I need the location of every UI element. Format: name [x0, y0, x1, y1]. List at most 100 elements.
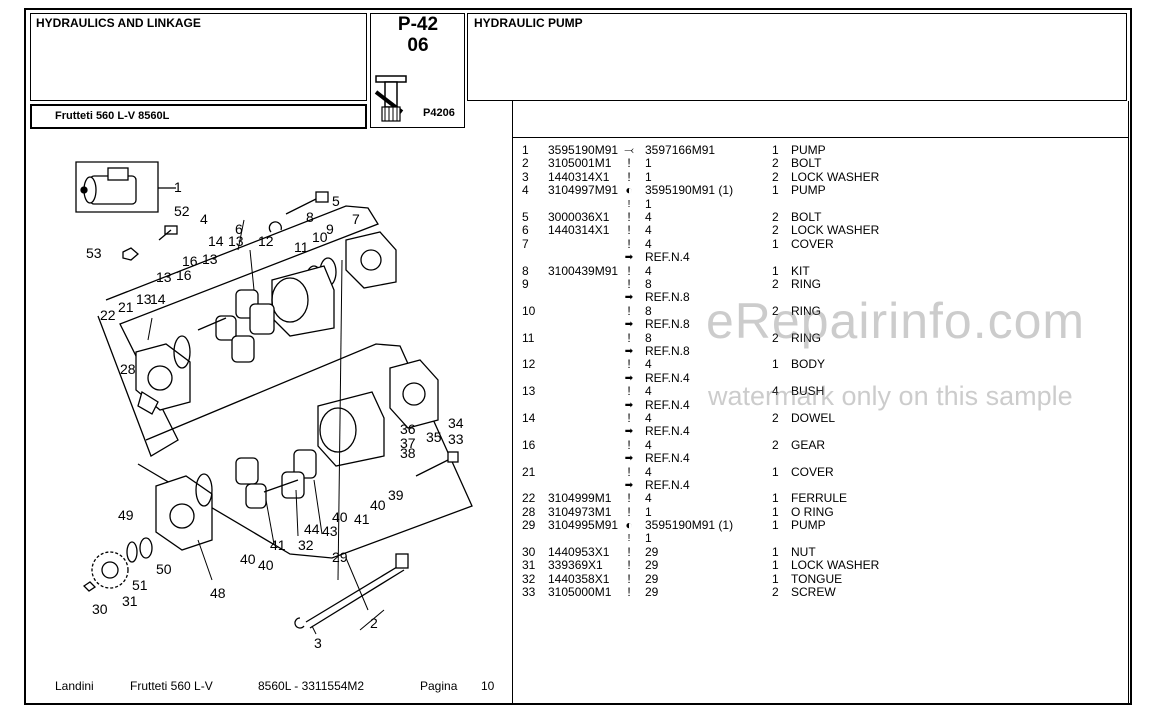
- row-marker: ◐: [625, 183, 633, 198]
- callout-2: 2: [370, 615, 378, 631]
- group-title-box: [467, 13, 1127, 101]
- reference: 4: [645, 263, 652, 278]
- small-pump-drawing: [80, 167, 137, 205]
- callout-34: 34: [448, 415, 464, 431]
- quantity: 1: [772, 263, 779, 278]
- reference: 4: [645, 464, 652, 479]
- item-number: 1: [522, 143, 529, 157]
- callout-40d: 40: [258, 557, 274, 573]
- part-number: 1440314X1: [548, 169, 610, 184]
- callout-40b: 40: [332, 509, 348, 525]
- quantity: 2: [772, 585, 779, 600]
- callout-29: 29: [332, 549, 348, 565]
- description: SCREW: [791, 585, 836, 600]
- footer-page-number: 10: [481, 679, 495, 693]
- sub-reference: REF.N.4: [645, 451, 690, 466]
- figure-ref: P4206: [423, 107, 455, 119]
- watermark-domain: eRepairinfo.com: [706, 293, 1086, 349]
- quantity: 2: [772, 330, 779, 345]
- description: GEAR: [791, 437, 826, 452]
- item-number: 28: [522, 504, 536, 519]
- sub-marker: !: [627, 533, 631, 545]
- callout-35: 35: [426, 429, 442, 445]
- item-number: 33: [522, 585, 536, 600]
- callout-16a: 16: [182, 253, 198, 269]
- quantity: 2: [772, 410, 779, 425]
- footer-model: Frutteti 560 L-V: [130, 679, 213, 693]
- page-code: P-42 06: [372, 14, 464, 56]
- part-number: 1440358X1: [548, 571, 610, 586]
- callout-40c: 40: [240, 551, 256, 567]
- body-lower: [317, 391, 385, 467]
- callout-22: 22: [100, 307, 116, 323]
- item-number: 5: [522, 209, 529, 224]
- cover-48: [155, 475, 213, 551]
- sub-marker: !: [627, 198, 631, 210]
- reference: 29: [645, 571, 659, 586]
- callout-41b: 41: [270, 537, 286, 553]
- column-divider: [512, 101, 513, 705]
- callout-13: 13: [228, 233, 244, 249]
- item-number: 4: [522, 183, 529, 198]
- quantity: 2: [772, 437, 779, 452]
- tie-rod: [305, 563, 403, 623]
- callout-37: 37: [400, 435, 416, 451]
- part-number: 1440314X1: [548, 223, 610, 238]
- reference: 29: [645, 544, 659, 559]
- reference: 4: [645, 209, 652, 224]
- quantity: 2: [772, 223, 779, 238]
- page-code-bottom: 06: [407, 35, 429, 56]
- row-marker: !: [627, 544, 631, 559]
- gear-49: [91, 551, 129, 589]
- callout-14b: 14: [150, 291, 166, 307]
- callout-32: 32: [298, 537, 314, 553]
- description: DOWEL: [791, 410, 836, 425]
- callout-14: 14: [208, 233, 224, 249]
- quantity: 1: [772, 518, 779, 533]
- part-number: 3104997M91: [548, 183, 619, 198]
- row-marker: !: [627, 303, 631, 318]
- part-number: 3100439M91: [548, 263, 619, 278]
- item-number: 29: [522, 518, 536, 533]
- item-number: 6: [522, 223, 529, 238]
- callout-40a: 40: [370, 497, 386, 513]
- cover-7: [345, 231, 397, 289]
- callout-33: 33: [448, 431, 464, 447]
- right-rule: [1128, 101, 1129, 705]
- quantity: 2: [772, 209, 779, 224]
- callout-13c: 13: [156, 269, 172, 285]
- sub-marker: ➡: [624, 292, 634, 304]
- description: TONGUE: [791, 571, 843, 586]
- footer-page-label: Pagina: [420, 679, 458, 693]
- callout-16b: 16: [176, 267, 192, 283]
- reference: 8: [645, 276, 652, 291]
- item-number: 13: [522, 384, 536, 399]
- hydraulic-pump-icon: [374, 75, 407, 122]
- callout-30: 30: [92, 601, 108, 617]
- row-marker: !: [627, 209, 631, 224]
- description: COVER: [791, 236, 834, 251]
- exploded-pump-diagram: 1 52 53 5 4 6 8 7 14 13 12 11 10 9 16 13…: [75, 161, 473, 651]
- item-number: 2: [522, 156, 529, 171]
- part-number: 3104995M91: [548, 518, 619, 533]
- reference: 4: [645, 236, 652, 251]
- row-marker: !: [627, 464, 631, 479]
- callout-41a: 41: [354, 511, 370, 527]
- sub-marker: ➡: [624, 345, 634, 357]
- callout-12: 12: [258, 233, 274, 249]
- group-title: HYDRAULIC PUMP: [474, 16, 583, 30]
- sub-marker: ➡: [624, 319, 634, 331]
- description: BOLT: [791, 209, 822, 224]
- row-marker: !: [627, 236, 631, 251]
- callout-10: 10: [312, 229, 328, 245]
- quantity: 1: [772, 504, 779, 519]
- quantity: 1: [772, 464, 779, 479]
- quantity: 2: [772, 303, 779, 318]
- upper-gears: [197, 289, 275, 363]
- row-marker: !: [627, 585, 631, 600]
- description: FERRULE: [791, 491, 848, 506]
- description: BOLT: [791, 156, 822, 171]
- quantity: 1: [772, 558, 779, 573]
- row-marker: !: [627, 276, 631, 291]
- item-number: 7: [522, 236, 529, 251]
